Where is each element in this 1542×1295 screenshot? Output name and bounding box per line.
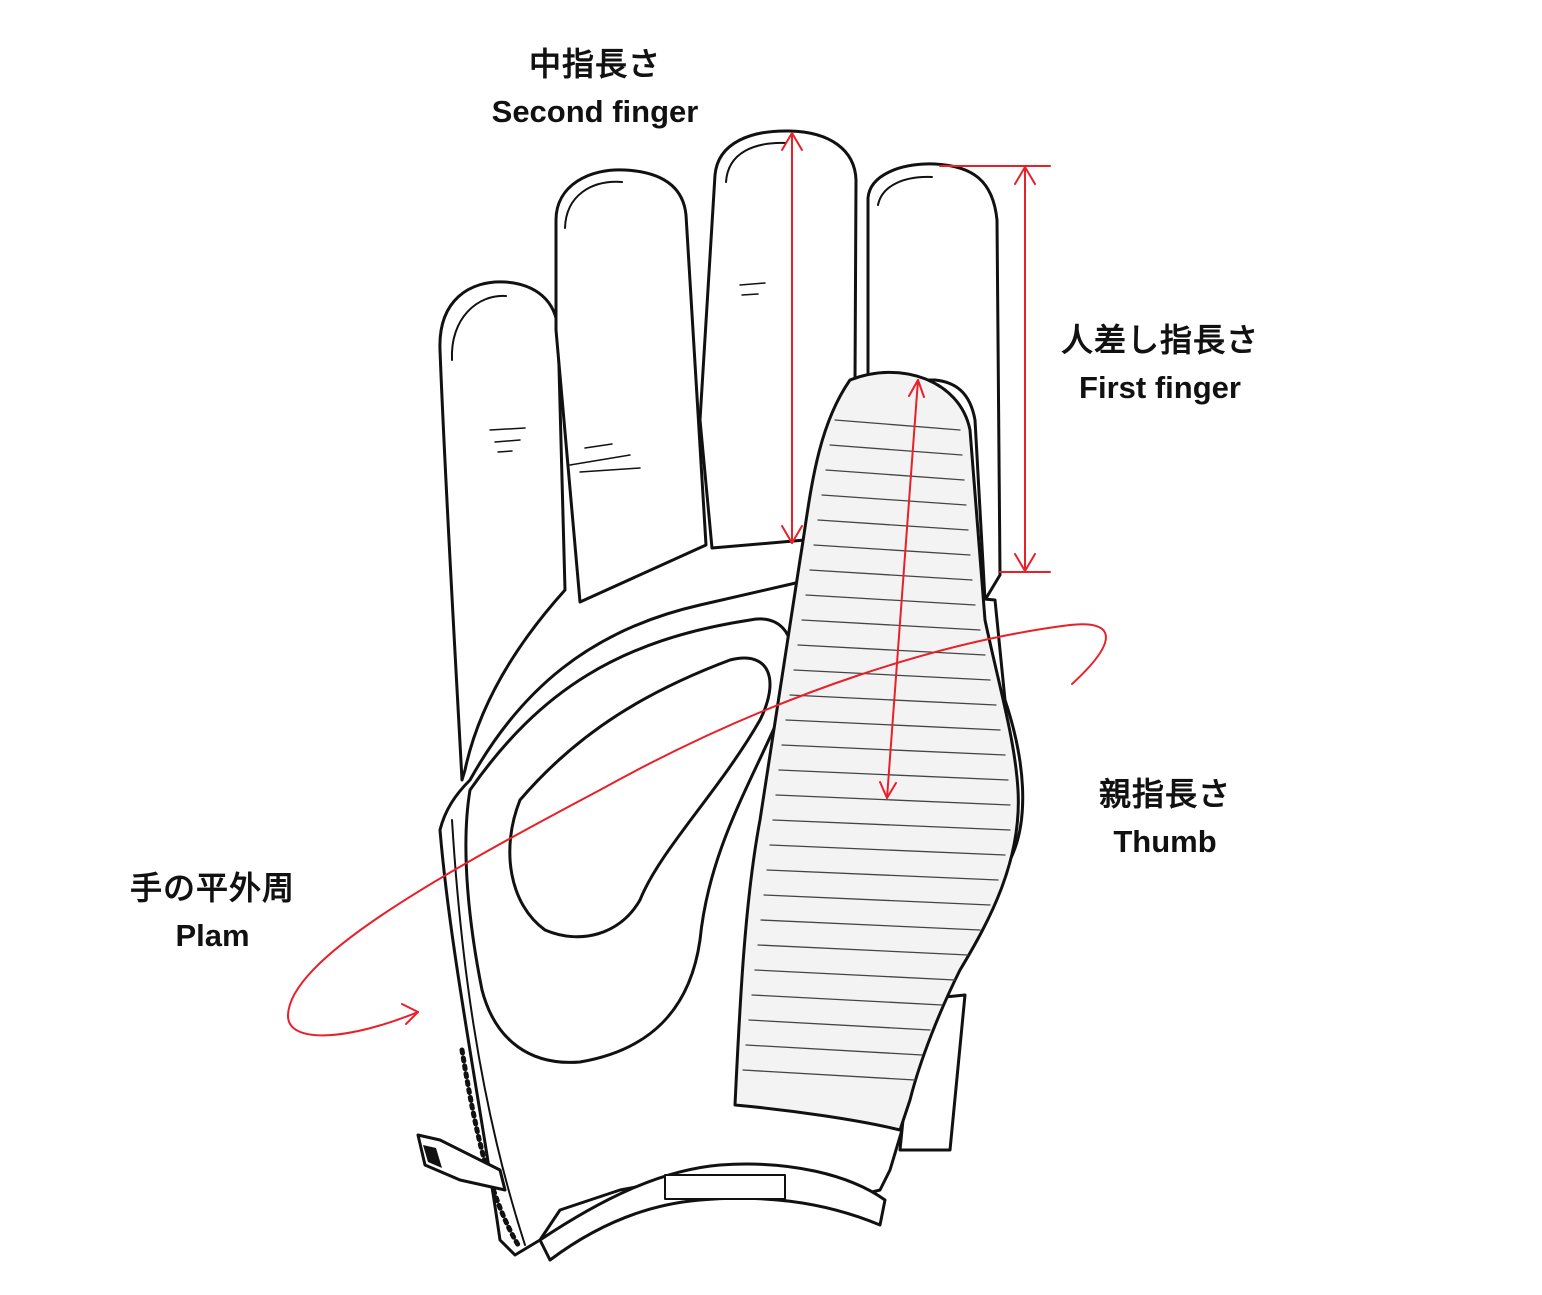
- first-finger-label: 人差し指長さ First finger: [1005, 318, 1315, 414]
- glove-illustration: [416, 129, 1025, 1262]
- wrist-cuff: [538, 1162, 887, 1262]
- pinky-finger: [438, 280, 567, 782]
- palm-label: 手の平外周 Plam: [90, 866, 335, 962]
- pinky-finger-inner-edge: [450, 294, 507, 361]
- zipper-track: [451, 819, 526, 1246]
- first-finger-length-arrow: [939, 165, 1051, 573]
- palm-label-en: Plam: [175, 918, 250, 953]
- ring-finger: [554, 168, 708, 604]
- zipper-pull-dark: [423, 1145, 442, 1168]
- thumb-label-en: Thumb: [1113, 824, 1217, 859]
- first-finger-label-ja: 人差し指長さ: [1060, 321, 1259, 359]
- thumb: [733, 370, 1020, 1132]
- second-finger-length-arrow: [781, 132, 803, 544]
- palm-patch-inner: [508, 656, 772, 939]
- index-finger: [866, 162, 1002, 602]
- second-finger-label-ja: 中指長さ: [528, 45, 661, 83]
- thumb-length-arrow: [879, 379, 925, 799]
- second-finger-label-en: Second finger: [491, 94, 699, 129]
- thumb-grip-ribs: [742, 419, 1011, 1081]
- knuckle-crease-marks: [489, 282, 766, 473]
- thumb-label: 親指長さ Thumb: [1030, 772, 1300, 868]
- index-finger-inner-edge: [877, 175, 933, 206]
- measurement-marks: [286, 132, 1107, 1037]
- thumb-label-ja: 親指長さ: [1098, 775, 1231, 813]
- first-finger-label-en: First finger: [1079, 370, 1241, 405]
- palm-label-ja: 手の平外周: [129, 869, 295, 907]
- middle-finger: [698, 129, 858, 550]
- ring-finger-inner-edge: [564, 180, 623, 229]
- cuff-label: [664, 1174, 786, 1200]
- second-finger-label: 中指長さ Second finger: [420, 42, 770, 138]
- middle-finger-inner-edge: [725, 141, 787, 183]
- zipper-pull: [416, 1133, 507, 1192]
- palm-circumference-arrow: [286, 623, 1107, 1037]
